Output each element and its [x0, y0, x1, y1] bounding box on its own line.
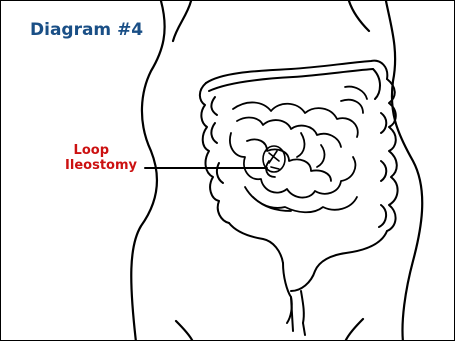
label-loop: Loop: [49, 144, 109, 158]
diagram-title: Diagram #4: [30, 20, 143, 40]
label-ileostomy: Ileostomy: [39, 159, 137, 173]
small-intestine: [230, 87, 367, 213]
